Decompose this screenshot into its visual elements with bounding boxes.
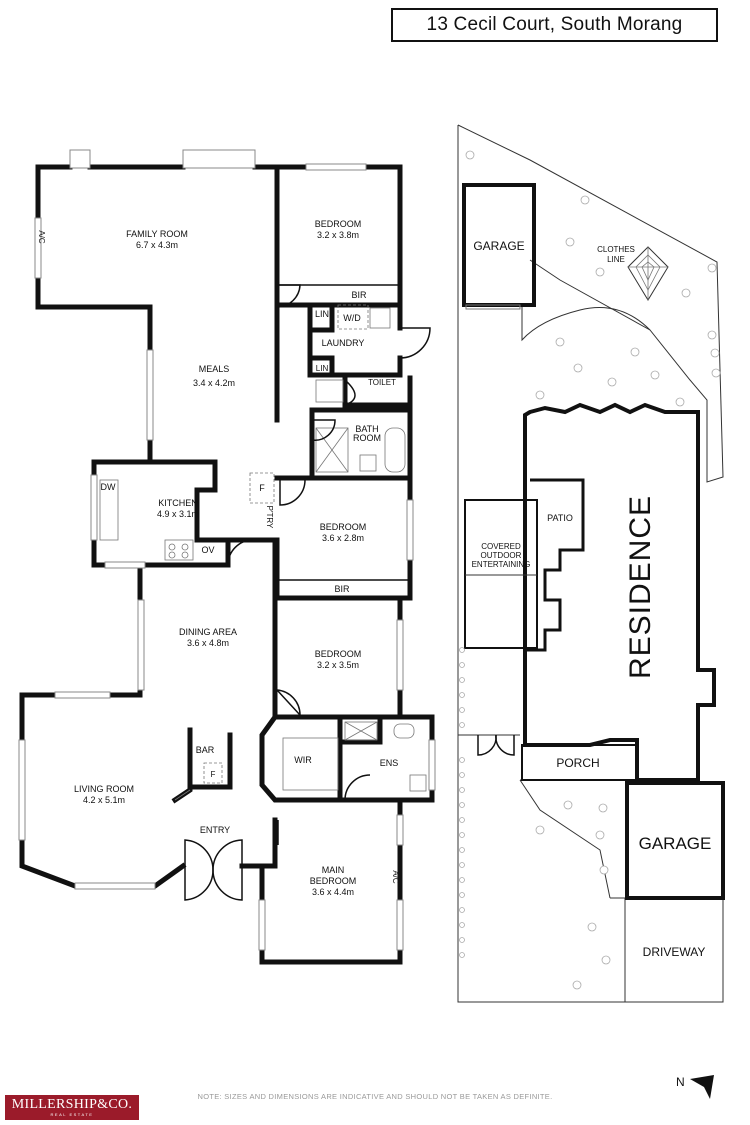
covered-label-1: COVERED bbox=[481, 542, 521, 551]
ens-label: ENS bbox=[380, 758, 399, 768]
dining-label: DINING AREA bbox=[179, 627, 237, 637]
garage-large-label: GARAGE bbox=[639, 834, 712, 853]
dw-label: DW bbox=[101, 482, 116, 492]
property-address-text: 13 Cecil Court, South Morang bbox=[426, 14, 683, 35]
covered-label-3: ENTERTAINING bbox=[472, 560, 531, 569]
laundry-label: LAUNDRY bbox=[322, 338, 365, 348]
ov-label: OV bbox=[201, 545, 214, 555]
floor-plan-windows bbox=[18, 149, 436, 951]
bir-top-label: BIR bbox=[351, 290, 367, 300]
agency-logo: MILLERSHIP&CO. REAL ESTATE bbox=[5, 1095, 139, 1120]
bedroom-low-label: BEDROOM bbox=[315, 649, 362, 659]
covered-label-2: OUTDOOR bbox=[481, 551, 522, 560]
lin-top-label: LIN bbox=[315, 309, 329, 319]
main-bedroom-dims: 3.6 x 4.4m bbox=[312, 887, 354, 897]
bedroom-top-label: BEDROOM bbox=[315, 219, 362, 229]
clothes-line-label-1: CLOTHES bbox=[597, 245, 635, 254]
clothes-line-label-2: LINE bbox=[607, 255, 625, 264]
main-bedroom-ac-label: A/C bbox=[391, 870, 400, 884]
driveway-label: DRIVEWAY bbox=[643, 945, 706, 959]
meals-dims: 3.4 x 4.2m bbox=[193, 378, 235, 388]
bedroom-low-dims: 3.2 x 3.5m bbox=[317, 660, 359, 670]
property-address-title: 13 Cecil Court, South Morang bbox=[391, 8, 718, 42]
wd-label: W/D bbox=[343, 313, 361, 323]
lin-bottom-label: LIN bbox=[316, 364, 329, 373]
floor-plan-walls bbox=[19, 164, 435, 965]
residence-label: RESIDENCE bbox=[624, 495, 657, 679]
disclaimer-note: NOTE: SIZES AND DIMENSIONS ARE INDICATIV… bbox=[197, 1092, 553, 1101]
bedroom-mid-dims: 3.6 x 2.8m bbox=[322, 533, 364, 543]
floor-plan-interior-lines bbox=[99, 284, 427, 801]
bar-fridge-label: F bbox=[211, 770, 216, 779]
dining-dims: 3.6 x 4.8m bbox=[187, 638, 229, 648]
family-room-dims: 6.7 x 4.3m bbox=[136, 240, 178, 250]
pantry-label: P'TRY bbox=[265, 506, 274, 529]
bedroom-top-dims: 3.2 x 3.8m bbox=[317, 230, 359, 240]
bedroom-mid-label: BEDROOM bbox=[320, 522, 367, 532]
meals-label: MEALS bbox=[199, 364, 230, 374]
main-bedroom-label-2: BEDROOM bbox=[310, 876, 357, 886]
porch-label: PORCH bbox=[556, 756, 599, 770]
kitchen-dims: 4.9 x 3.1m bbox=[157, 509, 199, 519]
living-room-label: LIVING ROOM bbox=[74, 784, 134, 794]
living-room-dims: 4.2 x 5.1m bbox=[83, 795, 125, 805]
entry-label: ENTRY bbox=[200, 825, 230, 835]
floor-plan-labels: FAMILY ROOM 6.7 x 4.3m BEDROOM 3.2 x 3.8… bbox=[37, 219, 400, 897]
garage-small-label: GARAGE bbox=[473, 239, 524, 253]
family-room-label: FAMILY ROOM bbox=[126, 229, 188, 239]
toilet-label: TOILET bbox=[368, 378, 396, 387]
main-bedroom-label-1: MAIN bbox=[322, 865, 345, 875]
patio-label: PATIO bbox=[547, 513, 573, 523]
bathroom-label-2: ROOM bbox=[353, 433, 381, 443]
north-arrow-icon bbox=[690, 1075, 714, 1099]
wir-label: WIR bbox=[294, 755, 312, 765]
family-ac-label: A/C bbox=[37, 230, 46, 244]
north-indicator: N bbox=[676, 1075, 714, 1099]
kitchen-label: KITCHEN bbox=[158, 498, 198, 508]
garden-shrubs bbox=[465, 150, 721, 990]
bir-mid-label: BIR bbox=[334, 584, 350, 594]
site-plan: GARAGE CLOTHES LINE RESIDENCE PATIO COVE… bbox=[457, 124, 725, 1003]
fence-posts bbox=[459, 647, 465, 958]
north-label: N bbox=[676, 1075, 685, 1089]
floor-plan-doors bbox=[184, 284, 431, 901]
kitchen-fridge-label: F bbox=[259, 483, 265, 493]
bar-label: BAR bbox=[196, 745, 215, 755]
logo-sub-text: REAL ESTATE bbox=[50, 1112, 94, 1117]
bathroom-label-1: BATH bbox=[355, 424, 378, 434]
logo-main-text: MILLERSHIP&CO. bbox=[11, 1097, 133, 1112]
